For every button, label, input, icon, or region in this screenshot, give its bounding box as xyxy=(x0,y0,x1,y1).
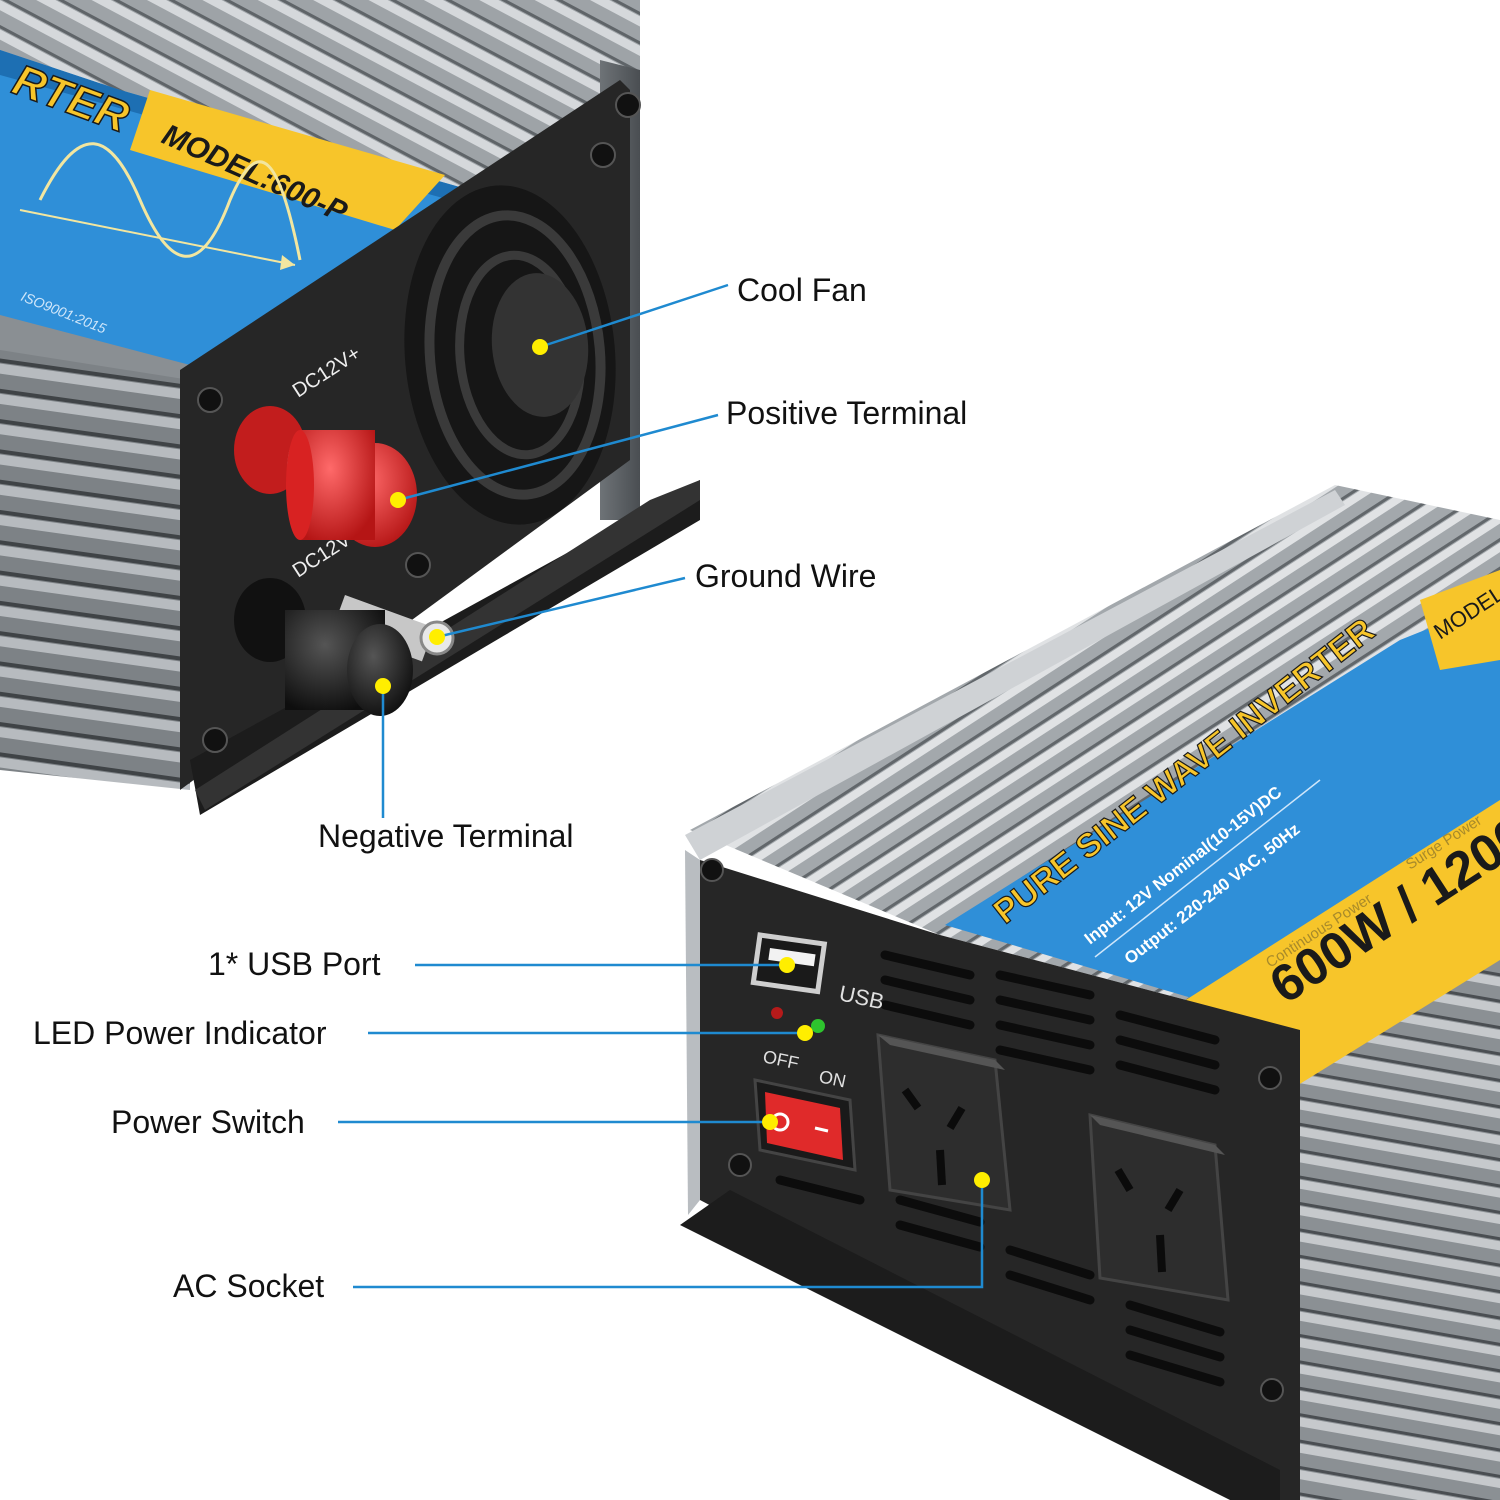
vent-slots xyxy=(775,950,1225,1387)
model-plate xyxy=(130,90,445,230)
callout-ac-socket: AC Socket xyxy=(173,1268,325,1304)
callout-usb-port: 1* USB Port xyxy=(208,946,381,982)
marker-power-switch xyxy=(762,1114,778,1130)
ac-socket-1 xyxy=(876,1033,1012,1212)
leader-ground-wire xyxy=(436,576,686,639)
callout-leaders xyxy=(338,283,984,1289)
power-switch xyxy=(753,1078,857,1172)
callout-ground-wire: Ground Wire xyxy=(695,558,877,594)
inverter-top-view: MODEL:600-P RTER ISO9001:2015 xyxy=(0,0,700,815)
marker-usb-port xyxy=(779,957,795,973)
ac-socket-2 xyxy=(1088,1113,1230,1302)
callout-power-switch: Power Switch xyxy=(111,1104,305,1140)
negative-terminal xyxy=(234,578,413,716)
leader-ac-socket xyxy=(353,1180,984,1289)
leader-cool-fan xyxy=(539,283,729,349)
marker-cool-fan xyxy=(532,339,548,355)
screws-bottom xyxy=(700,858,1284,1402)
inverter-bottom-view: MODEL PURE SINE WAVE INVERTER Input: 12V… xyxy=(680,485,1500,1500)
blue-label xyxy=(0,50,470,365)
callout-led-indicator: LED Power Indicator xyxy=(33,1015,327,1051)
leader-positive-terminal xyxy=(397,413,719,502)
marker-ac-socket xyxy=(974,1172,990,1188)
marker-dots xyxy=(375,339,990,1188)
marker-negative-terminal xyxy=(375,678,391,694)
callout-negative-terminal: Negative Terminal xyxy=(318,818,574,854)
led-green xyxy=(811,1019,825,1033)
sine-wave-icon xyxy=(38,142,302,261)
callout-positive-terminal: Positive Terminal xyxy=(726,395,968,431)
led-red xyxy=(771,1007,783,1019)
marker-positive-terminal xyxy=(390,492,406,508)
marker-led-indicator xyxy=(797,1025,813,1041)
callout-cool-fan: Cool Fan xyxy=(737,272,867,308)
marker-ground-wire xyxy=(429,629,445,645)
positive-terminal xyxy=(234,406,417,547)
